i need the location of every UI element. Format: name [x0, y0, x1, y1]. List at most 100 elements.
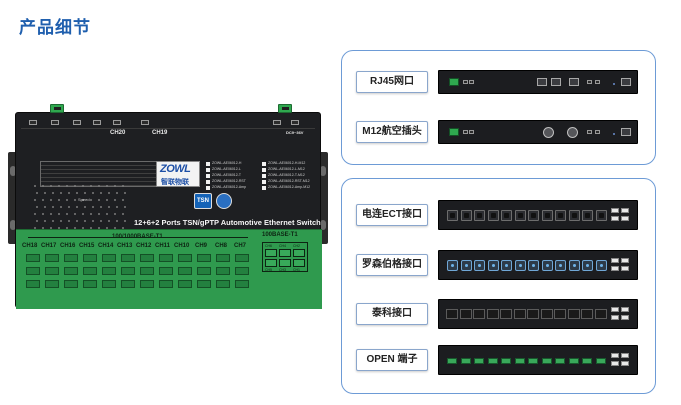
status-led [82, 199, 84, 201]
status-led [98, 213, 100, 215]
t1-port [197, 254, 211, 262]
status-led [76, 192, 78, 194]
connector [555, 358, 565, 364]
status-led [84, 220, 86, 222]
status-led [74, 185, 76, 187]
status-led [90, 185, 92, 187]
status-led [100, 220, 102, 222]
status-led [92, 206, 94, 208]
spec-table [40, 161, 160, 187]
status-led [58, 227, 60, 229]
t1-port [64, 267, 78, 275]
t1-port [45, 267, 59, 275]
rj45-quad-port [611, 258, 631, 272]
power-terminal-left [50, 104, 64, 113]
interface-panel-t1: 电连ECT接口 罗森伯格接口 泰科接口 OPEN 端子 [341, 178, 656, 394]
t1-port [121, 267, 135, 275]
rj45-quad-port [611, 353, 631, 367]
status-led [114, 199, 116, 201]
status-led [42, 185, 44, 187]
connector [447, 358, 457, 364]
t1-port [102, 254, 116, 262]
connector [459, 309, 472, 319]
channel-label: CH7 [234, 243, 247, 249]
connector [568, 260, 580, 271]
t1-port [178, 254, 192, 262]
status-led [36, 192, 38, 194]
t1-port [83, 254, 97, 262]
mounting-ear-right [318, 152, 328, 244]
t1-port [235, 267, 249, 275]
status-led [82, 213, 84, 215]
status-led [114, 213, 116, 215]
status-led [76, 206, 78, 208]
t1-port [178, 280, 192, 288]
section-title: 产品细节 [19, 18, 91, 37]
t1-port [64, 254, 78, 262]
t1-port [140, 280, 154, 288]
status-led [68, 220, 70, 222]
t1-right-title: 100BASE-T1 [262, 232, 298, 238]
model-item: ZOWL-AE06012-L ZOWL-AE06012-L-M12 [206, 167, 318, 173]
connector [487, 210, 499, 221]
status-led [76, 220, 78, 222]
status-led [106, 227, 108, 229]
connector [460, 210, 472, 221]
t1-port [140, 254, 154, 262]
row-label-rj45: RJ45网口 [356, 71, 428, 93]
channel-label: CH12 [136, 243, 152, 249]
t1-panel-title: 100/1000BASE-T1 [112, 234, 163, 240]
status-led [52, 206, 54, 208]
status-led [66, 227, 68, 229]
connector [474, 210, 485, 221]
connector [447, 210, 458, 221]
m12-strip-image [438, 120, 638, 144]
status-led [34, 227, 36, 229]
connector [460, 260, 472, 271]
status-led [50, 227, 52, 229]
channel-label: CH13 [117, 243, 133, 249]
status-led [74, 213, 76, 215]
status-led [124, 220, 126, 222]
logo-subtext: 智联物联 [161, 179, 189, 186]
t1-port [159, 254, 173, 262]
status-led [84, 206, 86, 208]
channel-label: CH9 [195, 243, 208, 249]
open-strip-image [438, 345, 638, 375]
status-led [42, 213, 44, 215]
status-led [50, 199, 52, 201]
status-led [100, 192, 102, 194]
model-item: ZOWL-AE06012-H ZOWL-AE06012-H-M12 [206, 161, 318, 167]
channel-label: CH10 [174, 243, 190, 249]
status-led [116, 192, 118, 194]
t1-port [83, 280, 97, 288]
status-led [52, 192, 54, 194]
rj45-block: CH6 CH4 CH2 CH5 CH3 CH1 [262, 242, 308, 272]
connector [487, 358, 498, 364]
status-led [116, 206, 118, 208]
connector [446, 309, 458, 319]
connector [486, 309, 499, 319]
t1-port [102, 280, 116, 288]
connector [500, 309, 512, 319]
status-led [98, 185, 100, 187]
t1-port [64, 280, 78, 288]
status-led [34, 185, 36, 187]
connector [514, 358, 525, 364]
connector [527, 309, 539, 319]
t1-port [159, 280, 173, 288]
status-led [68, 192, 70, 194]
channel-label: CH18 [22, 243, 38, 249]
connector [582, 210, 593, 221]
status-led [66, 213, 68, 215]
t1-port [216, 267, 230, 275]
connector [568, 210, 580, 221]
connector [513, 309, 526, 319]
status-led [60, 220, 62, 222]
status-led [58, 213, 60, 215]
connector [501, 260, 512, 271]
ect-strip-image [438, 200, 638, 230]
status-led [74, 199, 76, 201]
status-led [60, 192, 62, 194]
connector [555, 210, 566, 221]
